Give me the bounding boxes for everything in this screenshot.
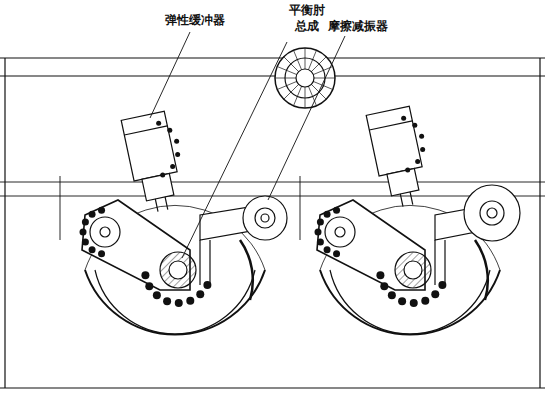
part-label: 摩擦减振器 [328,18,388,34]
damper-arm [200,185,520,285]
part-label: 平衡肘 总成 [288,2,326,34]
elastic-buffer [121,106,429,215]
bogie-frame [0,58,545,388]
part-label: 弹性缓冲器 [165,12,225,28]
friction-damper [275,48,335,108]
balance-elbow [82,200,431,290]
bolt-heads [80,116,447,307]
leader-line [150,32,345,258]
